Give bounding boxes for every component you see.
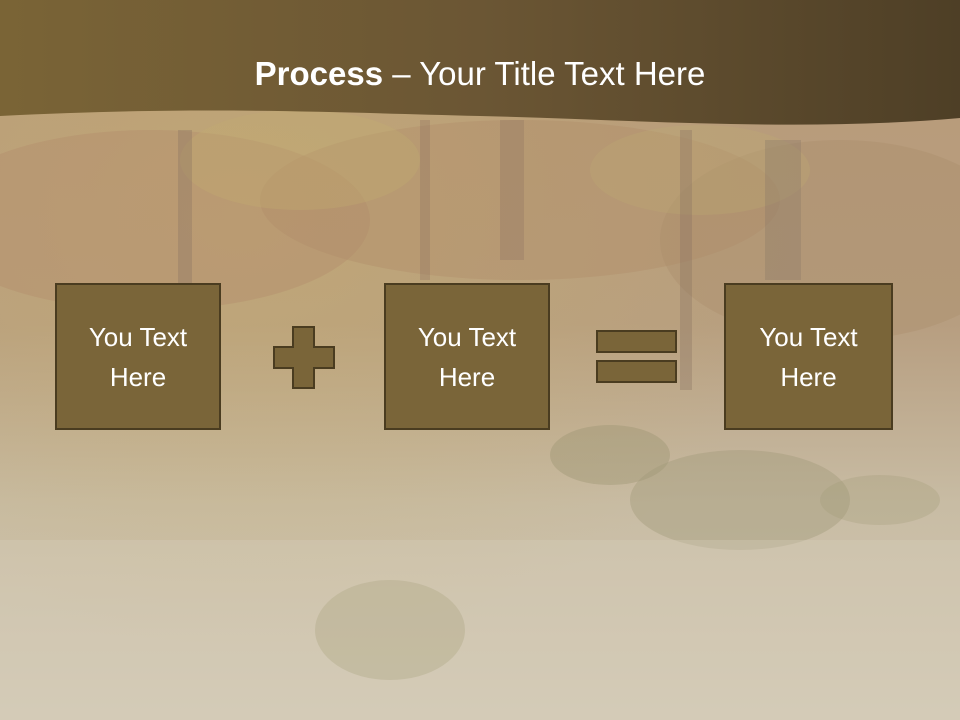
title-rest: – Your Title Text Here xyxy=(383,55,706,92)
process-step-box-1[interactable]: You Text Here xyxy=(55,283,221,430)
process-step-label-2: You Text Here xyxy=(417,321,517,392)
process-step-label-1: You Text Here xyxy=(88,321,188,392)
process-step-box-2[interactable]: You Text Here xyxy=(384,283,550,430)
title-bold: Process xyxy=(254,55,384,92)
equals-icon xyxy=(596,330,677,383)
process-step-label-3: You Text Here xyxy=(759,321,858,392)
slide-title[interactable]: Process – Your Title Text Here xyxy=(0,52,960,96)
process-step-box-3[interactable]: You Text Here xyxy=(724,283,893,430)
header-band xyxy=(0,0,960,125)
plus-icon xyxy=(273,326,335,389)
